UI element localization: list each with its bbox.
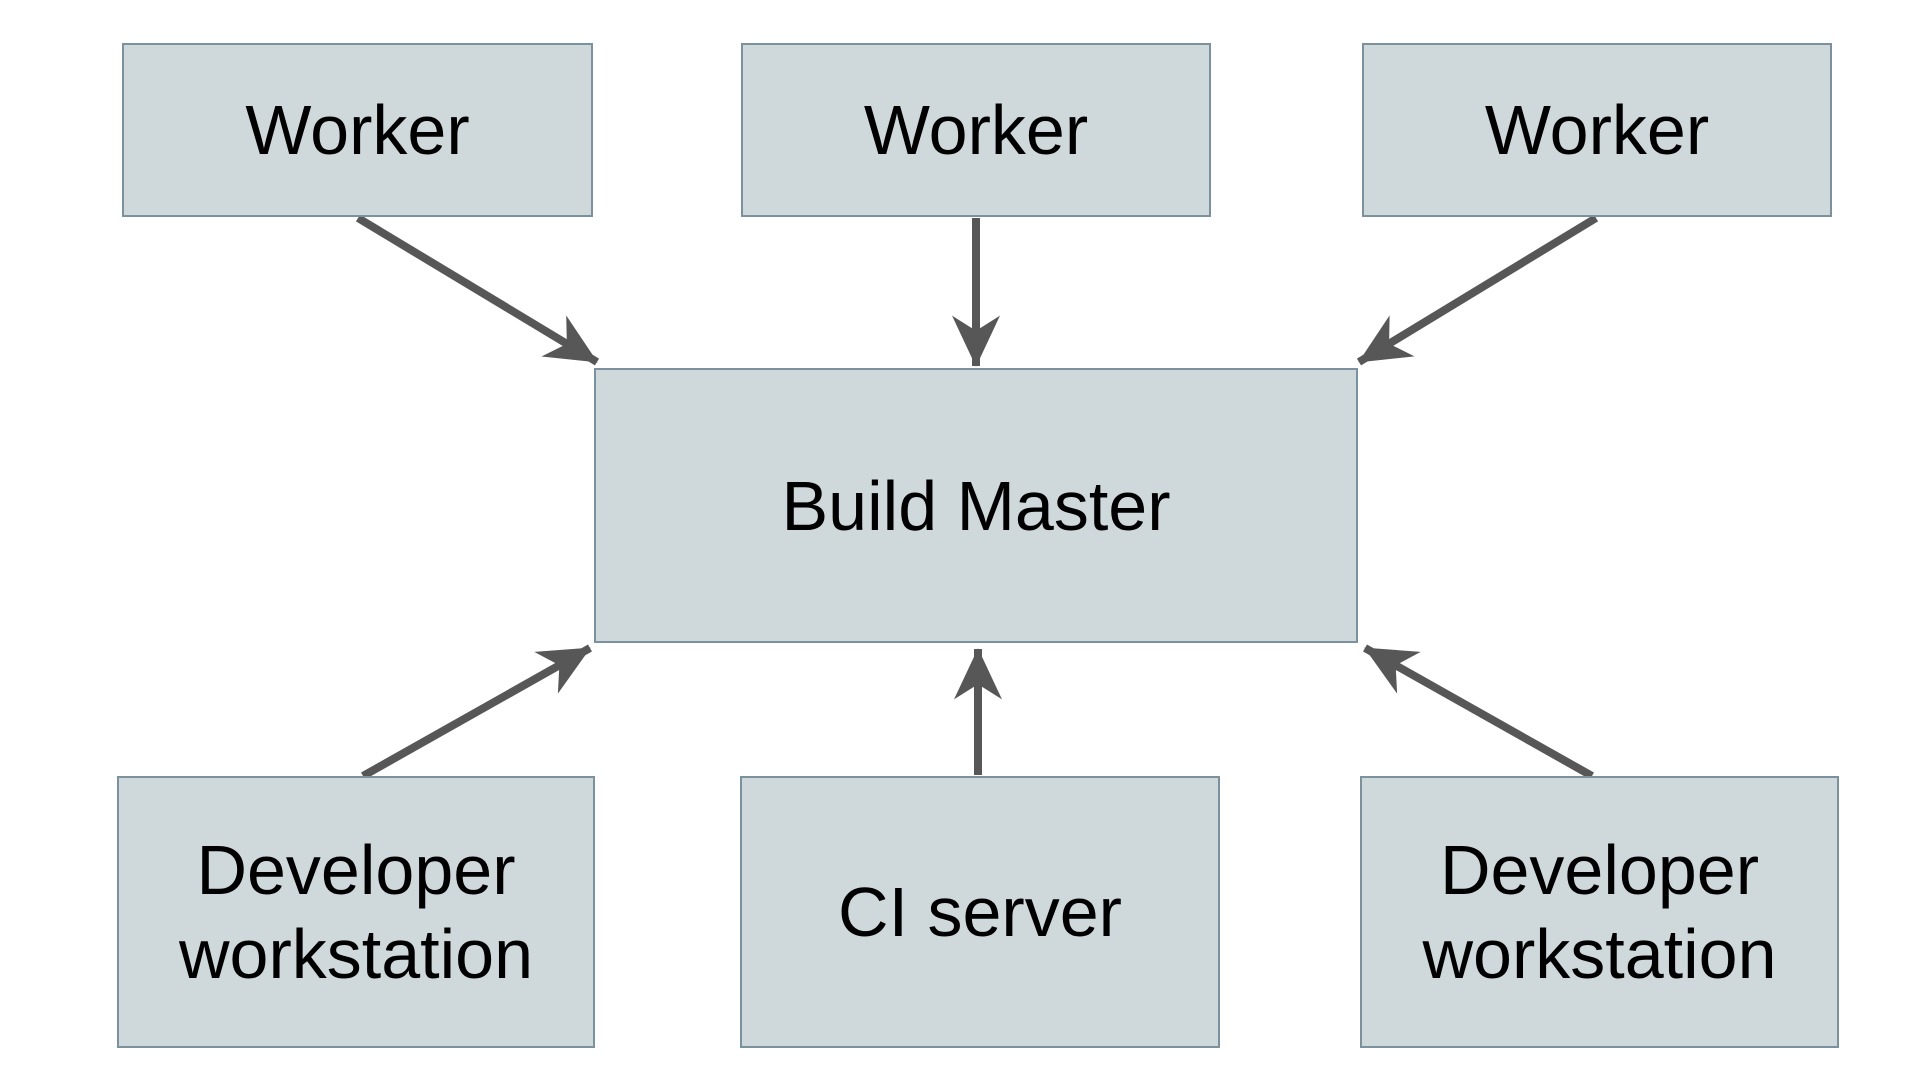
node-worker-1: Worker bbox=[122, 43, 593, 217]
node-worker-3: Worker bbox=[1362, 43, 1832, 217]
node-build-master-label: Build Master bbox=[781, 466, 1171, 545]
node-worker-1-label: Worker bbox=[245, 91, 470, 169]
arrow-developer-workstation-right-to-build-master bbox=[1363, 644, 1594, 780]
node-developer-workstation-right: Developer workstation bbox=[1360, 776, 1839, 1048]
node-ci-server-label: CI server bbox=[838, 873, 1122, 951]
node-worker-2: Worker bbox=[741, 43, 1211, 217]
arrow-worker-3-to-build-master bbox=[1356, 214, 1599, 366]
arrow-developer-workstation-left-to-build-master bbox=[361, 644, 592, 780]
node-developer-workstation-right-label: Developer workstation bbox=[1422, 831, 1777, 993]
node-worker-2-label: Worker bbox=[863, 91, 1089, 169]
node-ci-server: CI server bbox=[740, 776, 1220, 1048]
node-worker-3-label: Worker bbox=[1484, 91, 1710, 169]
arrow-worker-1-to-build-master bbox=[355, 214, 600, 366]
node-developer-workstation-left-label: Developer workstation bbox=[178, 831, 534, 993]
node-developer-workstation-left: Developer workstation bbox=[117, 776, 595, 1048]
node-build-master: Build Master bbox=[594, 368, 1358, 643]
